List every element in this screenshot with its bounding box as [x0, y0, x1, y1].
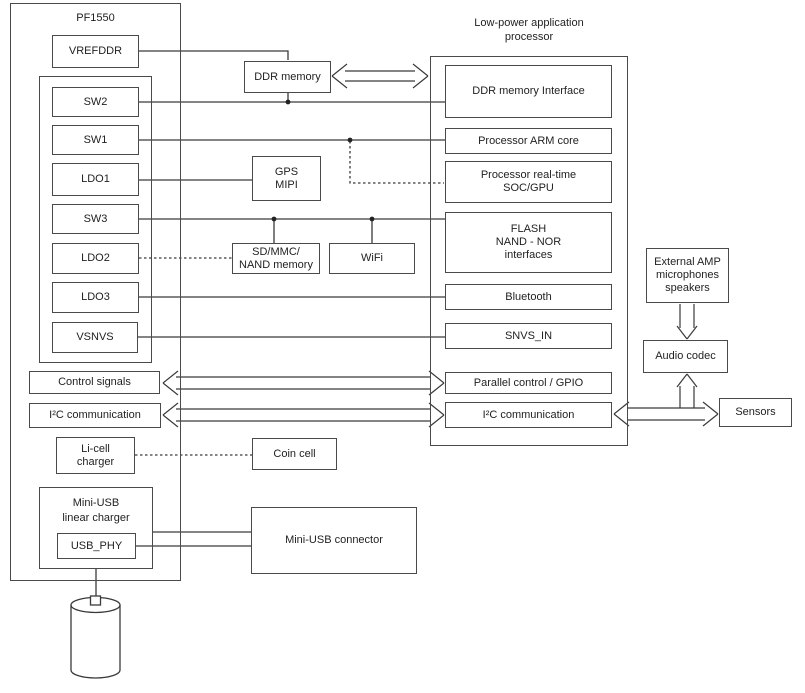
arrow-down-amp-to-codec: [676, 304, 698, 340]
bidirectional-arrow-sensors: [613, 401, 719, 427]
block-ddr-interface: DDR memory Interface: [445, 65, 612, 118]
block-ldo1: LDO1: [52, 163, 139, 196]
block-bluetooth: Bluetooth: [445, 284, 612, 310]
block-sd-mmc-nand: SD/MMC/ NAND memory: [232, 243, 320, 274]
battery-icon: [70, 595, 121, 679]
block-vsnvs: VSNVS: [52, 322, 138, 353]
bidirectional-arrow-ddr: [331, 63, 429, 89]
block-usb-phy: USB_PHY: [57, 533, 136, 559]
block-audio-codec: Audio codec: [643, 340, 728, 373]
junction-dot: [271, 216, 277, 222]
battery-terminal: [89, 595, 102, 606]
dotted-connectors: [135, 141, 444, 456]
junction-dots: [271, 99, 375, 222]
block-flash-interfaces: FLASH NAND - NOR interfaces: [445, 212, 612, 273]
block-ldo2: LDO2: [52, 243, 139, 274]
solid-connectors: [95, 50, 446, 597]
processor-outline: [430, 56, 628, 446]
block-realtime-soc-gpu: Processor real-time SOC/GPU: [445, 161, 612, 203]
mini-usb-charger-label: Mini-USB linear charger: [62, 497, 130, 524]
block-i2c-left: I²C communication: [29, 403, 161, 428]
block-sw1: SW1: [52, 125, 139, 155]
processor-title: Low-power application processor: [474, 17, 584, 43]
arrow-up-audio-codec: [676, 373, 698, 408]
dotted-sw1-to-realtime: [349, 141, 444, 184]
mini-usb-charger-outline: [39, 487, 153, 569]
block-i2c-right: I²C communication: [445, 402, 612, 428]
block-mini-usb-connector: Mini-USB connector: [251, 507, 417, 574]
block-coin-cell: Coin cell: [252, 438, 337, 470]
regulators-group-outline: [39, 76, 152, 363]
hollow-arrows: [162, 63, 719, 428]
block-arm-core: Processor ARM core: [445, 128, 612, 154]
junction-dot: [347, 137, 353, 143]
block-ldo3: LDO3: [52, 282, 139, 313]
block-sw2: SW2: [52, 87, 139, 117]
line-vrefddr-to-ddr-memory: [139, 50, 289, 60]
block-wifi: WiFi: [329, 243, 415, 274]
bidirectional-arrow-i2c: [162, 402, 445, 428]
block-ddr-memory: DDR memory: [244, 61, 331, 93]
block-parallel-gpio: Parallel control / GPIO: [445, 372, 612, 394]
block-vrefddr: VREFDDR: [52, 35, 139, 68]
junction-dot: [285, 99, 291, 105]
pf1550-title: PF1550: [76, 12, 115, 24]
junction-dot: [369, 216, 375, 222]
block-control-signals: Control signals: [29, 371, 160, 394]
bidirectional-arrow-control: [162, 370, 445, 396]
block-snvs-in: SNVS_IN: [445, 323, 612, 349]
block-sensors: Sensors: [719, 398, 792, 427]
block-external-amp: External AMP microphones speakers: [646, 248, 729, 303]
block-li-cell-charger: Li-cell charger: [56, 437, 135, 474]
pf1550-chip-outline: [10, 3, 181, 581]
block-gps-mipi: GPS MIPI: [252, 156, 321, 201]
block-sw3: SW3: [52, 204, 139, 234]
